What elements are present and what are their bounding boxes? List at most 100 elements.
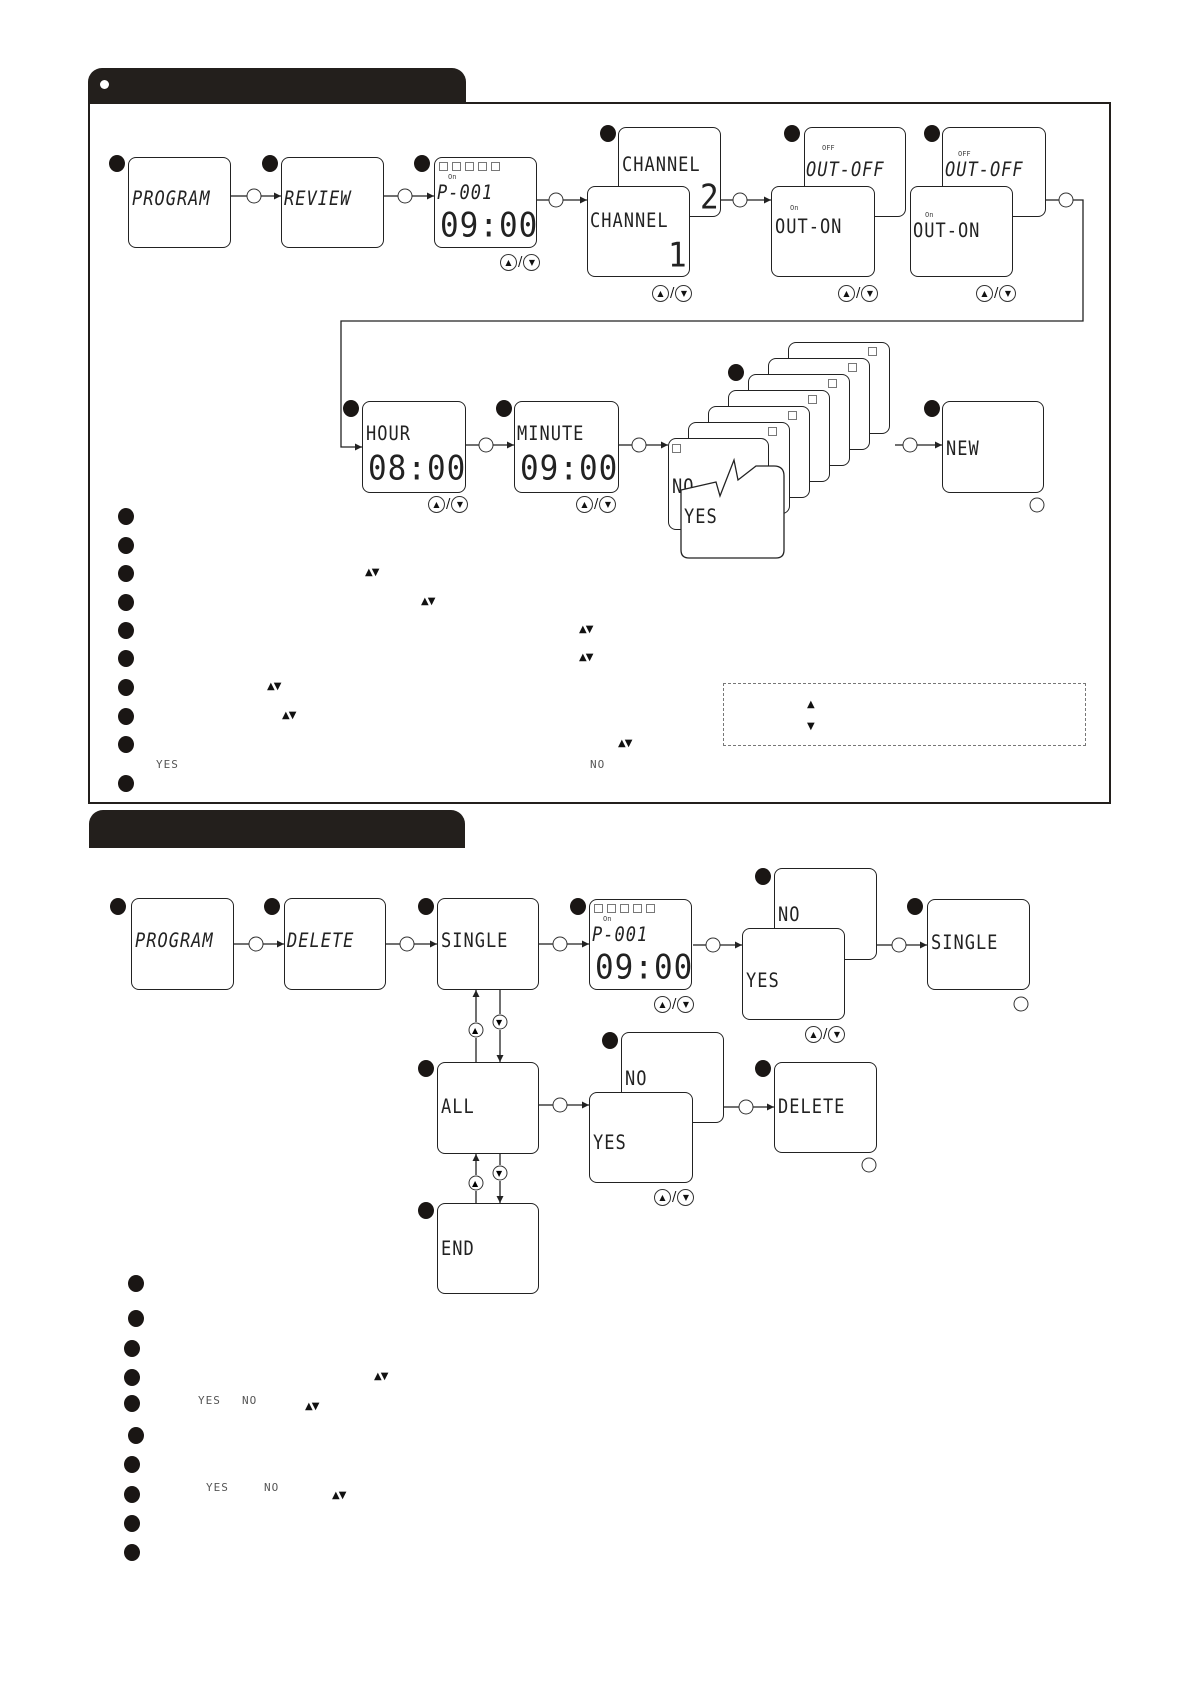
- lcd-text: REVIEW: [284, 187, 352, 211]
- arrowhead-icon: [496, 1055, 504, 1062]
- step-bullet-icon: [570, 898, 586, 915]
- time-display: 09:00: [520, 448, 619, 489]
- key-press-circle-icon: [705, 937, 721, 953]
- step-bullet-icon: [418, 1202, 434, 1219]
- up-button-icon: ▲: [428, 496, 445, 513]
- state-label: On: [925, 211, 934, 219]
- down-button-icon: ▼: [523, 254, 541, 271]
- indicator-square-icon: [465, 162, 474, 171]
- key-press-circle-icon: [397, 188, 413, 204]
- lcd-text: PROGRAM: [132, 187, 211, 211]
- arrowhead-icon: [920, 941, 927, 949]
- arrowhead-icon: [764, 196, 771, 204]
- step-bullet-icon: [755, 868, 771, 885]
- step-bullet-icon: [924, 125, 940, 142]
- lcd-program: [128, 157, 231, 248]
- up-button-icon: ▲: [576, 496, 593, 513]
- key-press-circle-icon: [738, 1099, 754, 1115]
- up-down-arrows-icon: ▲▼: [332, 1490, 346, 1501]
- down-button-icon: ▼: [675, 285, 693, 302]
- arrowhead-icon: [355, 443, 362, 451]
- arrowhead-icon: [582, 1101, 589, 1109]
- program-number: P-001: [437, 181, 494, 205]
- up-down-buttons-icon: ▲/▼: [654, 996, 695, 1013]
- slash-separator: /: [672, 997, 677, 1012]
- down-arrow-icon: ▼: [807, 721, 815, 732]
- lcd-delete: [284, 898, 386, 990]
- slash-separator: /: [994, 286, 999, 301]
- step-bullet-icon: [124, 1544, 140, 1561]
- down-button-icon: ▼: [999, 285, 1017, 302]
- key-press-circle-icon: [631, 437, 647, 453]
- note-no-lcd: NO: [242, 1394, 258, 1407]
- indicator-square-icon: [439, 162, 448, 171]
- program-number: P-001: [592, 923, 649, 947]
- step-bullet-icon: [602, 1032, 618, 1049]
- up-down-arrows-icon: ▲▼: [579, 652, 593, 663]
- note-yes-lcd: YES: [198, 1394, 221, 1407]
- slash-separator: /: [446, 497, 451, 512]
- lcd-text: DELETE: [778, 1095, 846, 1119]
- note-no-lcd: NO: [264, 1481, 280, 1494]
- lcd-text: OUT-OFF: [806, 158, 885, 182]
- slash-separator: /: [856, 286, 861, 301]
- channel-value: 2: [700, 177, 720, 218]
- up-down-buttons-icon: ▲/▼: [654, 1189, 695, 1206]
- up-arrow-icon: ▲: [472, 1179, 479, 1188]
- key-press-circle-icon: [1058, 192, 1074, 208]
- key-press-circle-icon: [399, 936, 415, 952]
- delete-section-header: [89, 810, 465, 848]
- step-bullet-icon: [600, 125, 616, 142]
- arrowhead-icon: [430, 940, 437, 948]
- lcd-text: END: [441, 1237, 475, 1261]
- up-down-buttons-icon: ▲/▼: [805, 1026, 846, 1043]
- lcd-text: CHANNEL: [590, 209, 669, 233]
- state-label: On: [448, 173, 457, 181]
- confirm-key-circle-icon: [861, 1157, 877, 1173]
- lcd-new: [942, 401, 1044, 493]
- up-down-buttons-icon: ▲/▼: [428, 496, 469, 513]
- indicator-square-icon: [828, 379, 837, 388]
- down-button-icon: ▼: [677, 996, 695, 1013]
- step-bullet-icon: [262, 155, 278, 172]
- indicator-square-icon: [594, 904, 603, 913]
- step-bullet-icon: [118, 565, 134, 582]
- up-down-arrows-icon: ▲▼: [267, 681, 281, 692]
- step-bullet-icon: [128, 1310, 144, 1327]
- state-label: OFF: [958, 150, 971, 158]
- step-bullet-icon: [118, 508, 134, 525]
- header-dot-icon: [100, 80, 109, 89]
- up-down-arrows-icon: ▲▼: [365, 567, 379, 578]
- lcd-text: NO: [778, 903, 801, 927]
- arrowhead-icon: [472, 1154, 480, 1161]
- up-button-icon: ▲: [654, 1189, 671, 1206]
- up-down-arrows-icon: ▲▼: [421, 596, 435, 607]
- step-bullet-icon: [118, 679, 134, 696]
- lcd-single: [437, 898, 539, 990]
- lcd-text: SINGLE: [931, 931, 999, 955]
- up-button-icon: ▲: [500, 254, 517, 271]
- up-arrow-icon: ▲: [472, 1026, 479, 1035]
- key-press-circle-icon: [552, 1097, 568, 1113]
- step-bullet-icon: [264, 898, 280, 915]
- slash-separator: /: [518, 255, 523, 270]
- step-bullet-icon: [118, 736, 134, 753]
- up-down-buttons-icon: ▲/▼: [652, 285, 693, 302]
- step-bullet-icon: [128, 1427, 144, 1444]
- step-bullet-icon: [128, 1275, 144, 1292]
- lcd-minute: [514, 401, 619, 493]
- review-section-header: [88, 68, 466, 104]
- time-display: 09:00: [595, 947, 694, 988]
- state-label: On: [603, 915, 612, 923]
- indicator-square-icon: [868, 347, 877, 356]
- up-down-buttons-icon: ▲/▼: [576, 496, 617, 513]
- key-press-circle-icon: [902, 437, 918, 453]
- lcd-weekday-yes: [680, 457, 785, 559]
- indicator-square-icon: [788, 411, 797, 420]
- lcd-text: NO: [625, 1067, 648, 1091]
- step-bullet-icon: [118, 708, 134, 725]
- lcd-text: OUT-ON: [775, 215, 843, 239]
- review-section-frame: [88, 102, 1111, 804]
- up-button-icon: ▲: [838, 285, 855, 302]
- lcd-text: CHANNEL: [622, 153, 701, 177]
